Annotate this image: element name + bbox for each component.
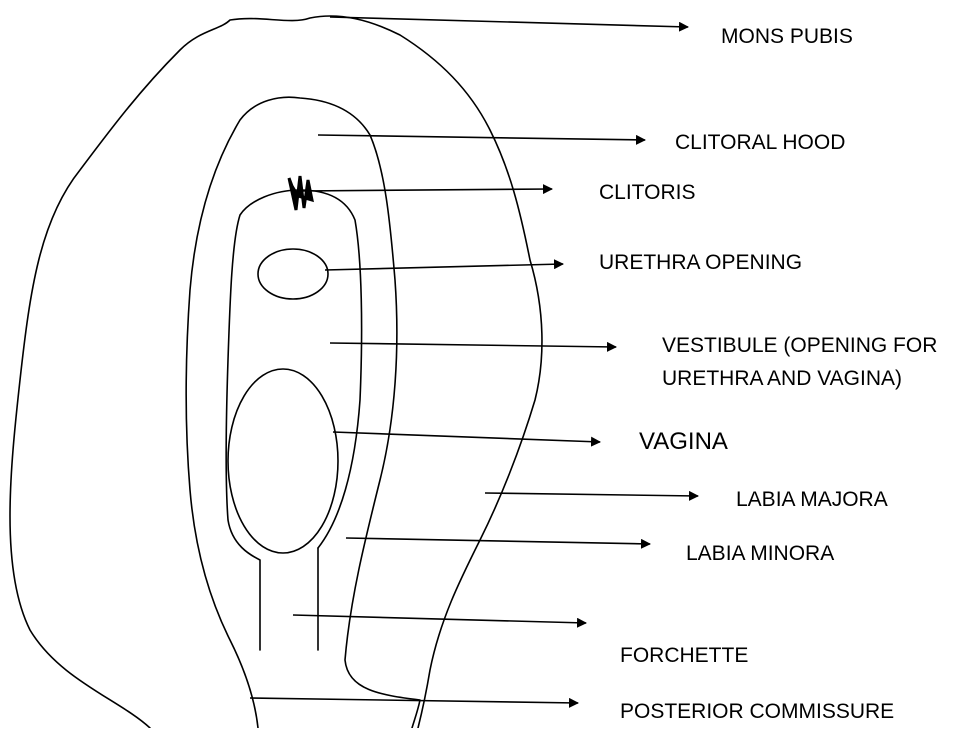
label-vagina: VAGINA xyxy=(639,425,728,459)
arrow-vagina xyxy=(333,432,600,442)
arrow-vestibule xyxy=(330,343,616,347)
label-labia-majora: LABIA MAJORA xyxy=(736,485,888,514)
label-mons-pubis: MONS PUBIS xyxy=(721,22,853,51)
arrow-forchette xyxy=(293,615,586,623)
label-labia-minora: LABIA MINORA xyxy=(686,539,834,568)
label-clitoral-hood: CLITORAL HOOD xyxy=(675,128,845,157)
arrow-labia-minora xyxy=(346,538,650,544)
arrow-labia-majora xyxy=(485,493,698,496)
urethra-opening-shape xyxy=(258,249,328,299)
label-clitoris: CLITORIS xyxy=(599,178,695,207)
vaginal-opening-shape xyxy=(228,369,338,553)
label-vestibule-line1: VESTIBULE (OPENING FOR xyxy=(662,331,937,360)
vestibule-outline xyxy=(226,190,361,650)
label-urethra-opening: URETHRA OPENING xyxy=(599,248,802,277)
label-vestibule-line2: URETHRA AND VAGINA) xyxy=(662,364,902,393)
label-forchette: FORCHETTE xyxy=(620,641,748,670)
label-posterior-commissure: POSTERIOR COMMISSURE xyxy=(620,697,894,726)
arrow-clitoral-hood xyxy=(318,135,645,140)
labia-majora-outline xyxy=(10,16,542,728)
arrow-mons-pubis xyxy=(330,17,688,27)
clitoris-mark xyxy=(289,176,312,210)
